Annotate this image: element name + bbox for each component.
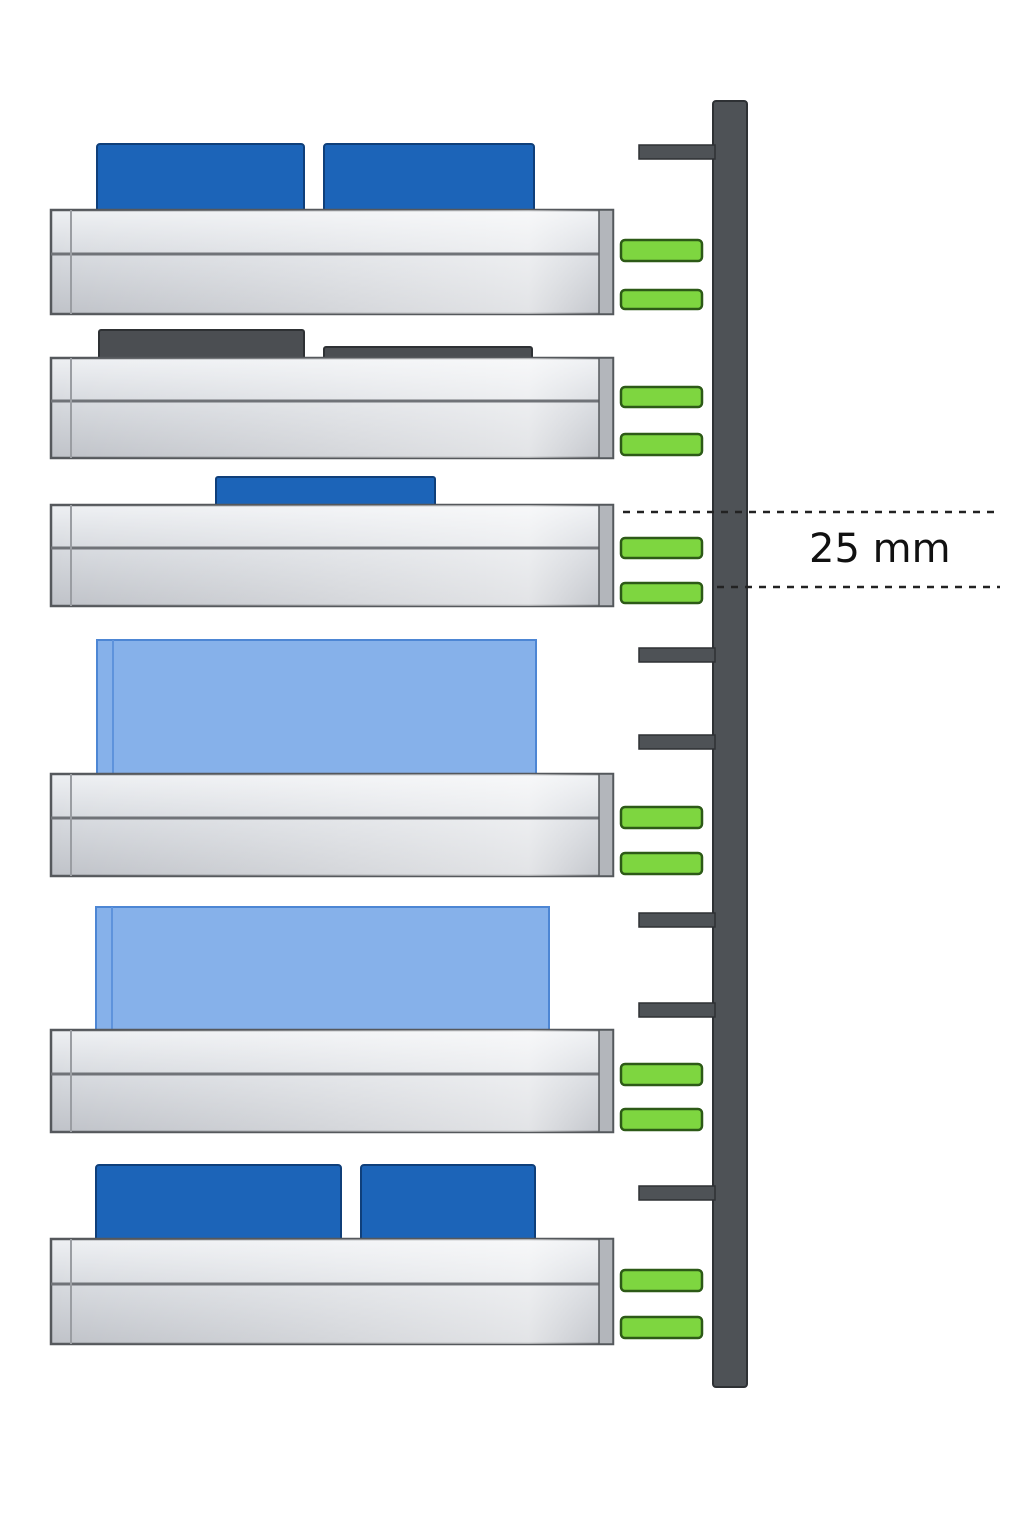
green-connector-icon (619, 385, 704, 409)
server-tray-5 (49, 906, 704, 1134)
rail-brackets (638, 144, 716, 1201)
green-connector-icon (619, 1268, 704, 1293)
green-connector-icon (619, 536, 704, 560)
green-connector-icon (619, 851, 704, 876)
component-dark-blue (95, 1164, 342, 1242)
rail-bracket-icon (638, 1185, 716, 1201)
green-connector-icon (619, 288, 704, 311)
dimension-marker (623, 510, 1000, 589)
component-light-blue (96, 639, 537, 777)
green-connector-icon (619, 805, 704, 830)
green-connector-icon (619, 581, 704, 605)
vertical-rail (712, 100, 748, 1388)
rail-bracket-icon (638, 734, 716, 750)
component-dark-blue (215, 476, 436, 508)
server-tray-3 (49, 476, 704, 608)
server-tray-2 (49, 329, 704, 460)
server-tray-6 (49, 1164, 704, 1346)
green-connector-icon (619, 238, 704, 263)
green-connector-icon (619, 1062, 704, 1087)
component-light-blue (95, 906, 550, 1033)
server-tray-1 (49, 143, 704, 316)
rail-bracket-icon (638, 144, 716, 160)
rail-bracket-icon (638, 912, 716, 928)
green-connector-icon (619, 1107, 704, 1132)
component-dark-blue (360, 1164, 536, 1242)
green-connector-icon (619, 432, 704, 457)
component-dark-gray (98, 329, 305, 361)
component-dark-blue (96, 143, 305, 213)
rail-bracket-icon (638, 1002, 716, 1018)
component-dark-blue (323, 143, 535, 213)
dimension-label: 25 mm (809, 526, 951, 572)
server-tray-4 (49, 639, 704, 878)
green-connector-icon (619, 1315, 704, 1340)
rail-bracket-icon (638, 647, 716, 663)
